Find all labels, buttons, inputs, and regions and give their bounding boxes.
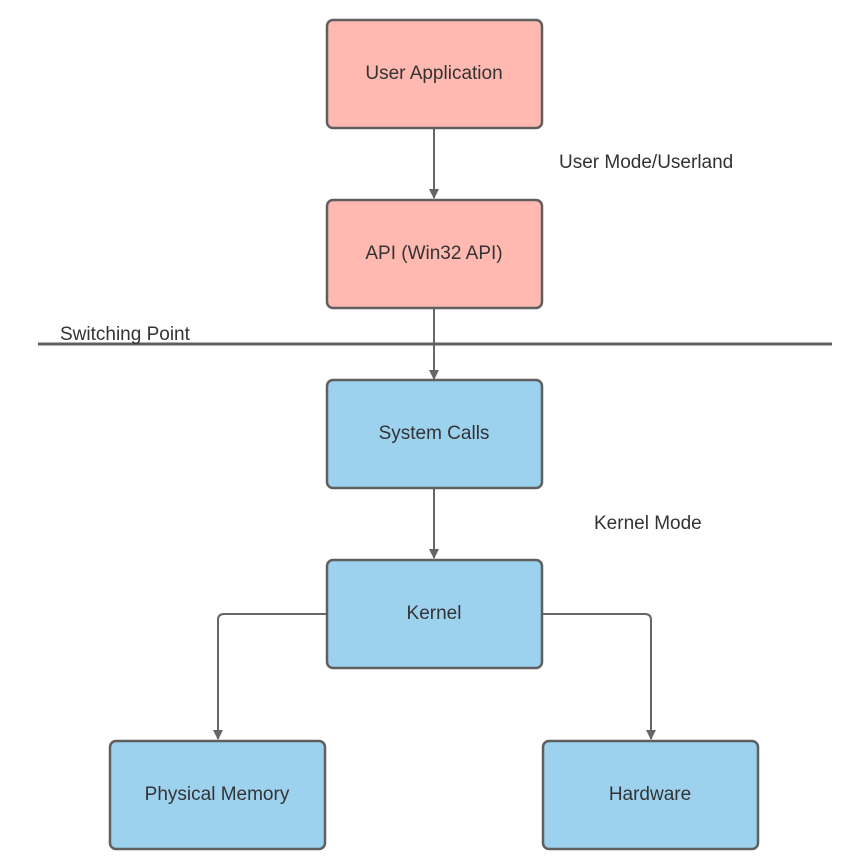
physical-memory-box xyxy=(108,739,327,851)
hardware-box xyxy=(541,739,760,851)
kernel-mode-label: Kernel Mode xyxy=(594,513,702,534)
user-mode-label: User Mode/Userland xyxy=(559,152,733,173)
hardware-label: Hardware xyxy=(609,784,691,805)
edge-kernel-to-physical-memory xyxy=(213,613,327,740)
edge-kernel-to-hardware xyxy=(542,613,656,740)
system-calls-label: System Calls xyxy=(379,423,490,444)
api-box xyxy=(325,198,544,310)
user-application-box xyxy=(325,18,544,130)
system-calls-node: System Calls xyxy=(325,378,544,490)
system-calls-box xyxy=(325,378,544,490)
api-node: API (Win32 API) xyxy=(325,198,544,310)
hardware-node: Hardware xyxy=(541,739,760,851)
user-application-label: User Application xyxy=(365,63,502,84)
kernel-node: Kernel xyxy=(325,558,544,670)
switching-point-label: Switching Point xyxy=(60,324,191,345)
physical-memory-node: Physical Memory xyxy=(108,739,327,851)
api-label: API (Win32 API) xyxy=(365,243,502,264)
kernel-label: Kernel xyxy=(407,603,462,624)
kernel-box xyxy=(325,558,544,670)
physical-memory-label: Physical Memory xyxy=(145,784,290,805)
user-application-node: User Application xyxy=(325,18,544,130)
